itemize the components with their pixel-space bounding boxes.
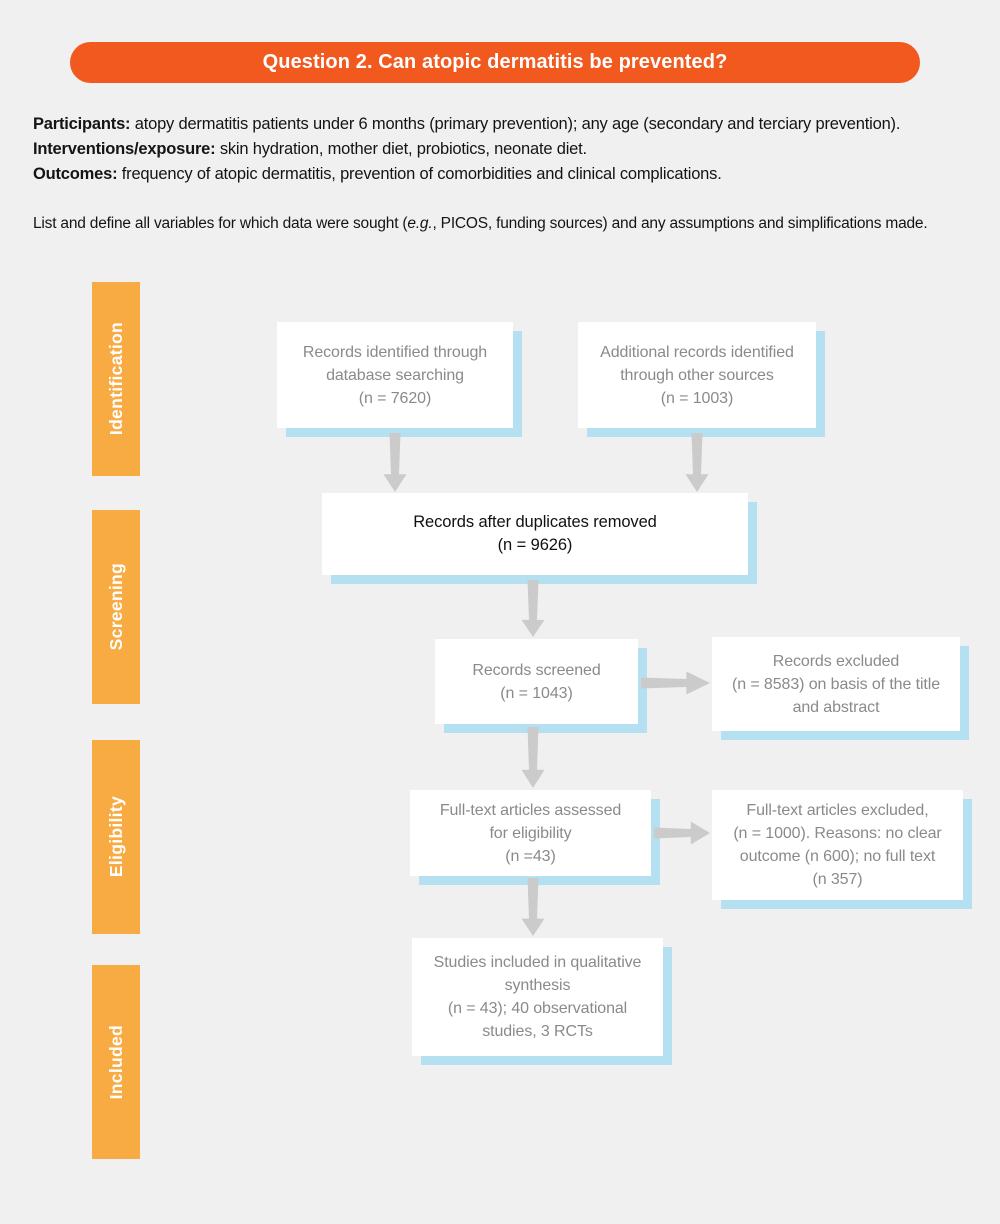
stage-bar-included: Included — [92, 965, 140, 1159]
criteria-text: frequency of atopic dermatitis, preventi… — [117, 165, 722, 183]
stage-label: Screening — [105, 563, 126, 651]
question-banner-title: Question 2. Can atopic dermatitis be pre… — [262, 51, 728, 73]
arrow-down-icon — [518, 878, 548, 936]
box-records-excluded: Records excluded (n = 8583) on basis of … — [712, 637, 960, 731]
box-text: Additional records identified through ot… — [600, 343, 794, 407]
stage-label: Eligibility — [105, 796, 126, 878]
criteria-line-participants: Participants: atopy dermatitis patients … — [33, 112, 993, 137]
box-text: Records excluded (n = 8583) on basis of … — [731, 652, 941, 716]
box-fulltext-assessed: Full-text articles assessed for eligibil… — [410, 790, 651, 876]
box-duplicates-removed: Records after duplicates removed (n = 96… — [322, 493, 748, 575]
stage-bar-screening: Screening — [92, 510, 140, 704]
box-text: Studies included in qualitative synthesi… — [433, 954, 642, 1040]
criteria-label: Interventions/exposure: — [33, 140, 216, 158]
arrow-down-icon — [518, 580, 548, 637]
arrow-down-icon — [682, 433, 712, 492]
criteria-line-interventions: Interventions/exposure: skin hydration, … — [33, 137, 993, 162]
arrow-down-icon — [518, 727, 548, 788]
criteria-label: Participants: — [33, 115, 131, 133]
stage-label: Identification — [105, 322, 126, 436]
box-text: Records screened (n = 1043) — [472, 661, 601, 702]
note-suffix: , PICOS, funding sources) and any assump… — [432, 215, 928, 232]
stage-label: Included — [105, 1024, 126, 1100]
criteria-section: Participants: atopy dermatitis patients … — [33, 112, 993, 236]
arrow-right-icon — [654, 818, 710, 848]
stage-bar-eligibility: Eligibility — [92, 740, 140, 934]
box-records-identified: Records identified through database sear… — [277, 322, 513, 428]
box-fulltext-excluded: Full-text articles excluded, (n = 1000).… — [712, 790, 963, 900]
box-text: Full-text articles excluded, (n = 1000).… — [733, 802, 942, 888]
box-studies-included: Studies included in qualitative synthesi… — [412, 938, 663, 1056]
criteria-text: skin hydration, mother diet, probiotics,… — [215, 140, 587, 158]
box-text: Records after duplicates removed (n = 96… — [413, 513, 657, 554]
arrow-right-icon — [641, 668, 710, 698]
box-text: Records identified through database sear… — [302, 343, 488, 407]
arrow-down-icon — [380, 433, 410, 492]
stage-bar-identification: Identification — [92, 282, 140, 476]
box-records-screened: Records screened (n = 1043) — [435, 639, 638, 724]
question-banner: Question 2. Can atopic dermatitis be pre… — [70, 42, 920, 83]
note-italic: e.g. — [407, 215, 433, 232]
box-additional-records: Additional records identified through ot… — [578, 322, 816, 428]
note-prefix: List and define all variables for which … — [33, 215, 408, 232]
variables-note: List and define all variables for which … — [33, 211, 993, 236]
criteria-label: Outcomes: — [33, 165, 118, 183]
criteria-line-outcomes: Outcomes: frequency of atopic dermatitis… — [33, 162, 993, 187]
criteria-text: atopy dermatitis patients under 6 months… — [130, 115, 901, 133]
box-text: Full-text articles assessed for eligibil… — [439, 801, 622, 865]
